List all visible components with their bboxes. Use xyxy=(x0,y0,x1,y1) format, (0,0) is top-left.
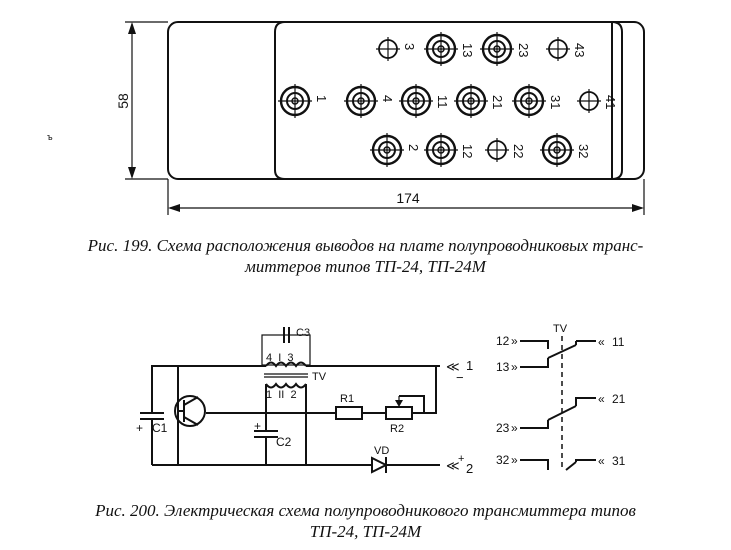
caption-199-line1: Рис. 199. Схема расположения выводов на … xyxy=(87,236,644,255)
terminal-13: 13 xyxy=(424,32,475,66)
label-vd: VD xyxy=(374,445,389,457)
terminal-label: 21 xyxy=(490,95,505,109)
contact-12: 12 xyxy=(496,334,510,348)
terminal-12: 12 xyxy=(424,133,475,167)
terminal-group: 1 4 11 21 31 41 3 13 23 43 2 12 22 32 xyxy=(278,32,618,167)
terminal-label: 12 xyxy=(460,144,475,158)
terminal-label: 41 xyxy=(603,95,618,109)
contact-23: 23 xyxy=(496,421,510,435)
terminal-4: 4 xyxy=(344,84,395,118)
label-r2: R2 xyxy=(390,423,404,435)
terminal-label: 2 xyxy=(406,144,421,151)
terminal-label: 32 xyxy=(576,144,591,158)
svg-text:«: « xyxy=(598,335,605,349)
contact-32: 32 xyxy=(496,453,510,467)
terminal-label: 23 xyxy=(516,43,531,57)
contacts-tv-label: TV xyxy=(553,323,568,335)
terminal-23: 23 xyxy=(480,32,531,66)
svg-text:«: « xyxy=(598,392,605,406)
terminal-1: 1 xyxy=(278,84,329,118)
label-out1: 1 xyxy=(466,358,473,373)
label-tv: TV xyxy=(312,371,327,383)
label-r1: R1 xyxy=(340,393,354,405)
label-minus: − xyxy=(456,370,464,385)
terminal-2: 2 xyxy=(370,133,421,167)
contact-21: 21 xyxy=(612,392,626,406)
terminal-label: 4 xyxy=(380,95,395,102)
terminal-11: 11 xyxy=(399,84,450,118)
caption-200-line1: Рис. 200. Электрическая схема полупровод… xyxy=(95,501,636,520)
label-c1: С1 xyxy=(152,421,168,435)
terminal-plate-figure: 58 174 ъ 1 4 11 21 31 41 3 13 23 43 2 12 22 32 xyxy=(47,21,645,215)
schematic-figure: С3 4 I 3 TV 1 II 2 ≪ 1 − + С1 xyxy=(136,323,626,476)
terminal-21: 21 xyxy=(454,84,505,118)
figure-200-caption: Рис. 200. Электрическая схема полупровод… xyxy=(0,500,731,542)
terminal-3: 3 xyxy=(376,37,417,61)
contact-13: 13 xyxy=(496,360,510,374)
terminal-label: 43 xyxy=(572,43,587,57)
terminal-31: 31 xyxy=(512,84,563,118)
figure-199-caption: Рис. 199. Схема расположения выводов на … xyxy=(0,235,731,277)
contact-31: 31 xyxy=(612,454,626,468)
dimension-height: 58 xyxy=(115,93,131,109)
label-plus-c2: + xyxy=(254,419,261,433)
label-c2: С2 xyxy=(276,435,292,449)
terminal-label: 1 xyxy=(314,95,329,102)
terminal-label: 13 xyxy=(460,43,475,57)
terminal-41: 41 xyxy=(577,89,618,113)
label-tv-top-pins: 4 I 3 xyxy=(266,352,294,364)
svg-text:«: « xyxy=(598,454,605,468)
dimension-width: 174 xyxy=(396,190,420,206)
label-c3: С3 xyxy=(296,327,310,339)
svg-text:ъ: ъ xyxy=(47,132,53,142)
svg-text:»: » xyxy=(511,334,518,348)
terminal-43: 43 xyxy=(546,37,587,61)
svg-text:≪: ≪ xyxy=(446,458,460,473)
terminal-22: 22 xyxy=(485,138,526,162)
terminal-label: 31 xyxy=(548,95,563,109)
contact-11: 11 xyxy=(612,335,625,349)
caption-200-line2: ТП-24, ТП-24М xyxy=(309,522,422,541)
svg-text:≪: ≪ xyxy=(446,359,460,374)
contact-diagram: TV 12 » 13 » « 11 23 » « 21 32 » xyxy=(496,323,626,471)
terminal-label: 22 xyxy=(511,144,526,158)
terminal-32: 32 xyxy=(540,133,591,167)
svg-text:»: » xyxy=(511,453,518,467)
label-plus-out: + xyxy=(458,453,464,465)
svg-text:»: » xyxy=(511,360,518,374)
label-tv-bottom-pins: 1 II 2 xyxy=(266,389,297,401)
terminal-label: 3 xyxy=(402,43,417,50)
svg-text:»: » xyxy=(511,421,518,435)
terminal-label: 11 xyxy=(435,95,450,109)
label-out2: 2 xyxy=(466,461,473,476)
caption-199-line2: миттеров типов ТП-24, ТП-24М xyxy=(245,257,486,276)
label-plus-c1: + xyxy=(136,421,143,435)
